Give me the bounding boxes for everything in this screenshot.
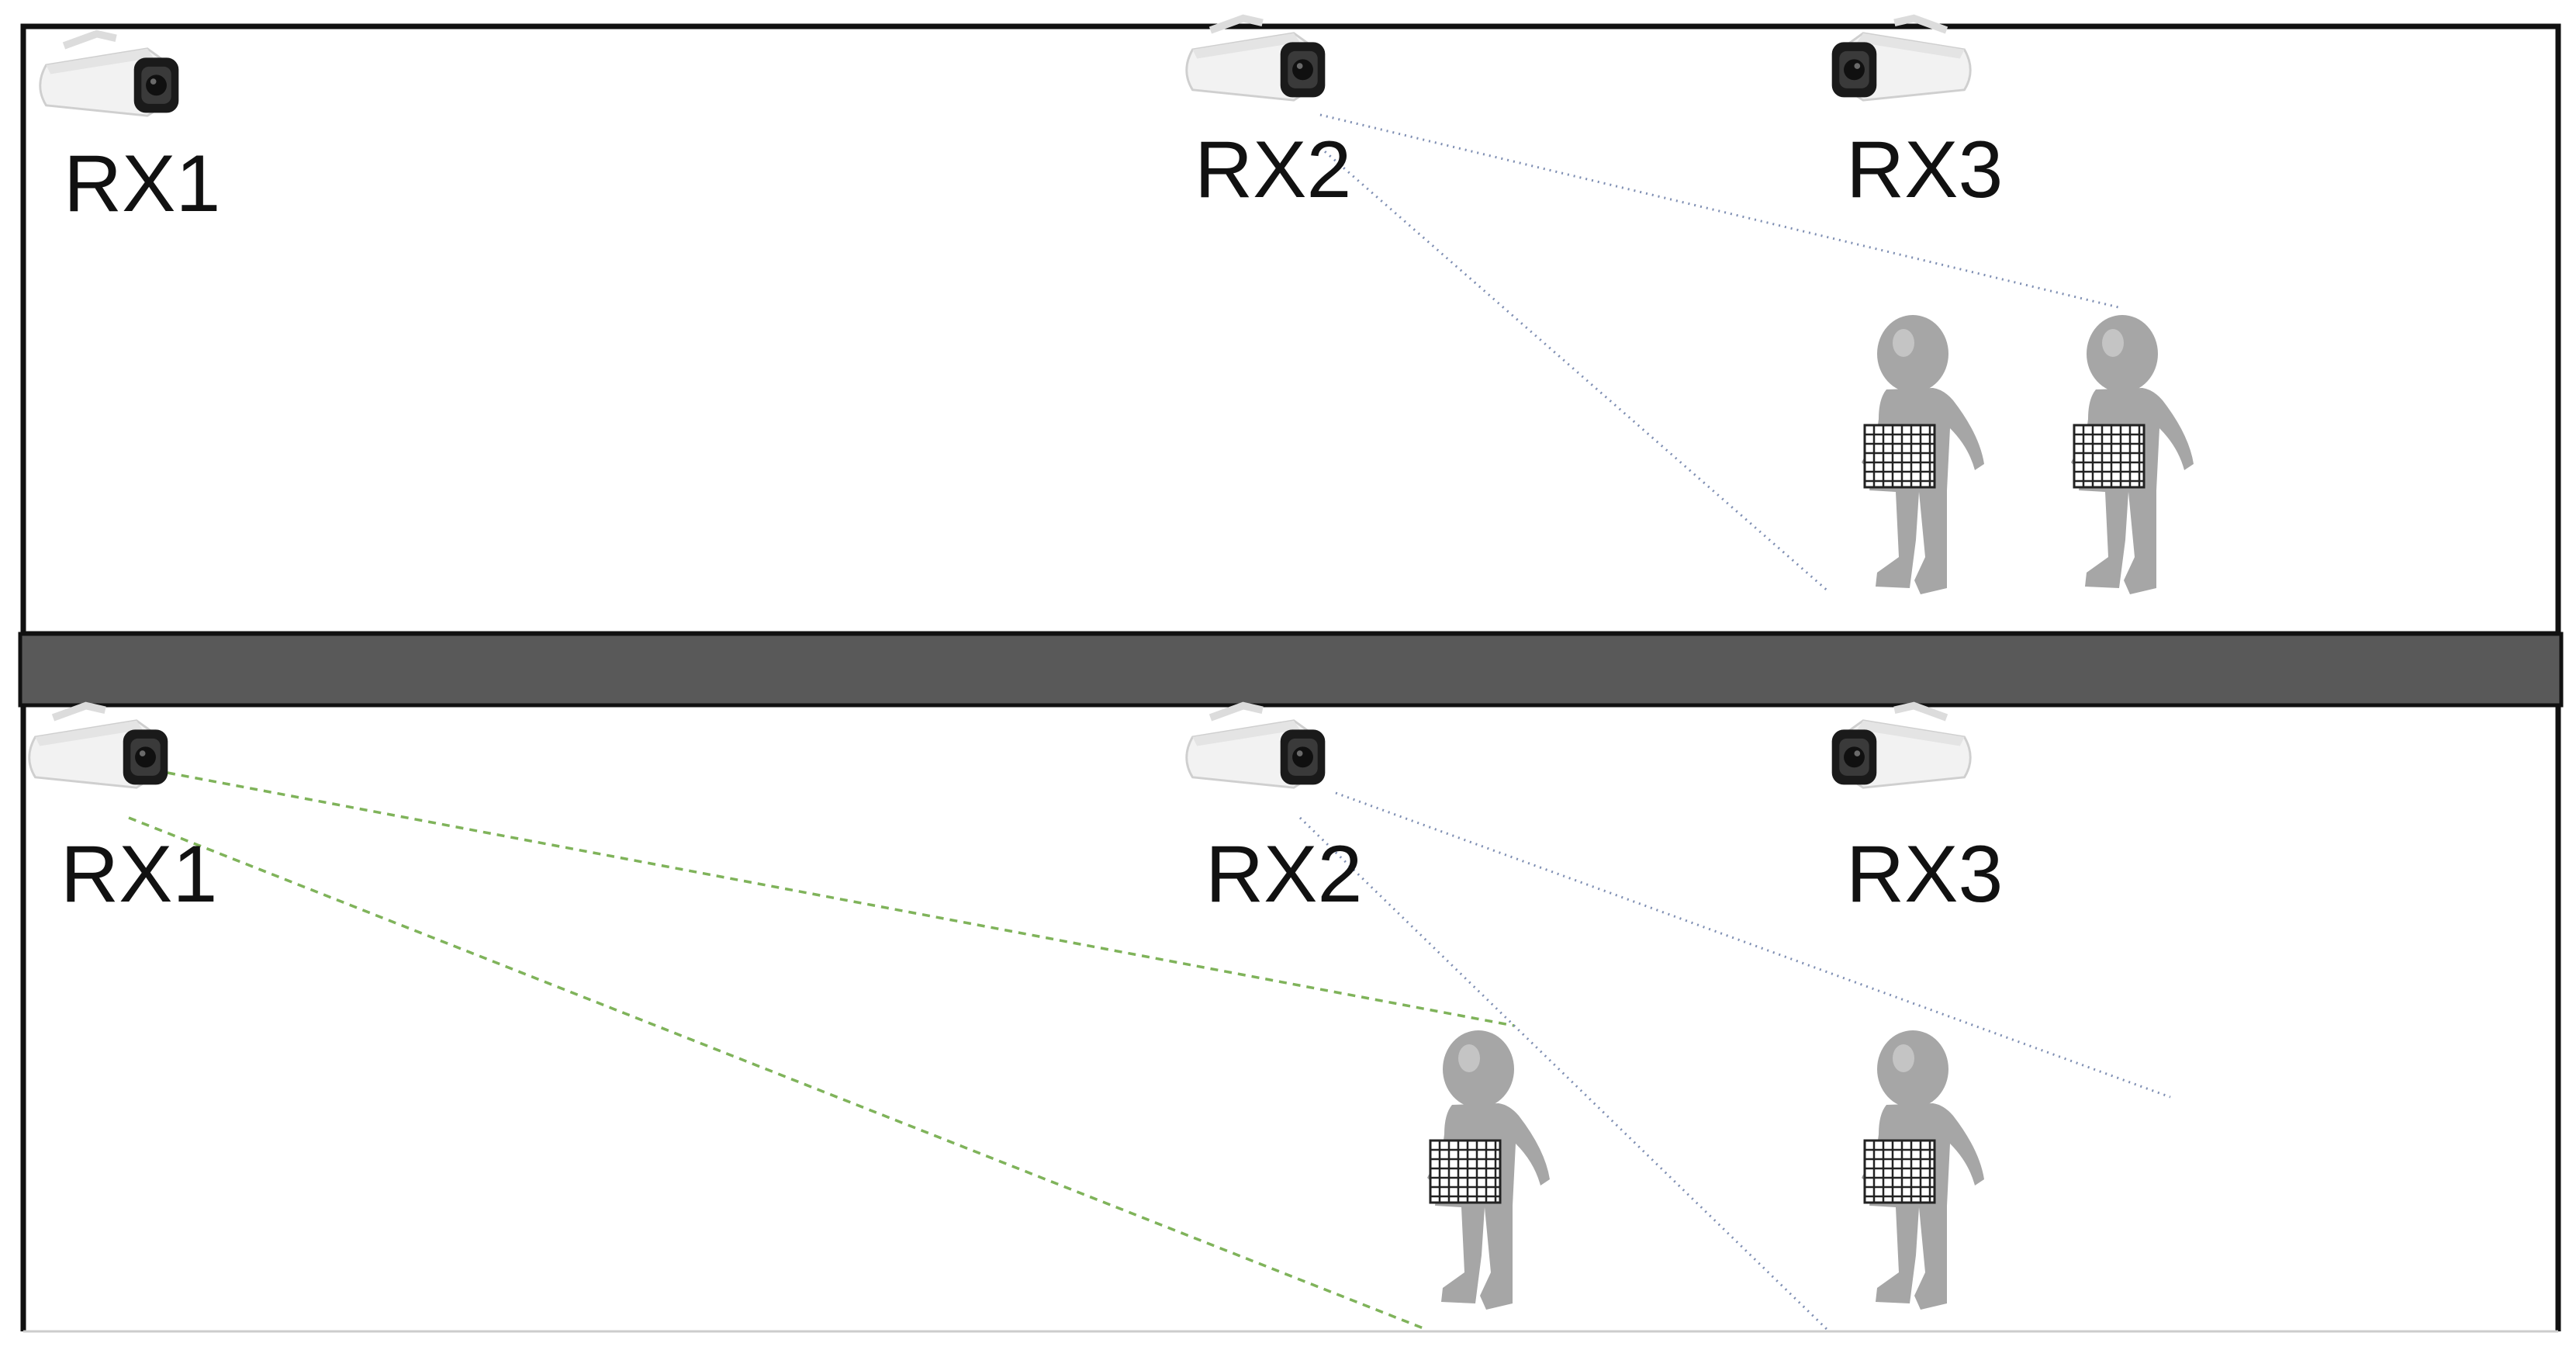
top-rx2-path-1 (1319, 113, 2122, 310)
bottom-person-2 (1860, 1029, 1986, 1311)
top-panel-frame (20, 23, 2561, 637)
panel-divider (18, 632, 2564, 708)
top-rx2-path-2 (1319, 146, 1830, 594)
bottom-rx1-label: RX1 (61, 829, 217, 919)
bottom-rx1-camera-icon (29, 706, 168, 788)
top-rx3-label: RX3 (1846, 125, 2003, 215)
bottom-rx3-camera-icon (1832, 706, 1971, 788)
bottom-rx2-path-2 (1298, 816, 1829, 1331)
top-rx1-label: RX1 (64, 139, 220, 229)
bottom-rx1-path-1 (167, 771, 1515, 1027)
top-rx2-label: RX2 (1195, 125, 1351, 215)
bottom-person-1 (1426, 1029, 1551, 1311)
bottom-rx2-camera-icon (1187, 706, 1326, 788)
bottom-rx2-label: RX2 (1205, 829, 1362, 919)
top-panel: RX1 RX2 RX3 (20, 19, 2561, 637)
bottom-panel: RX1 RX2 RX3 (20, 705, 2561, 1333)
bottom-rx3-label: RX3 (1846, 829, 2003, 919)
bottom-rx1-path-2 (128, 816, 1428, 1331)
